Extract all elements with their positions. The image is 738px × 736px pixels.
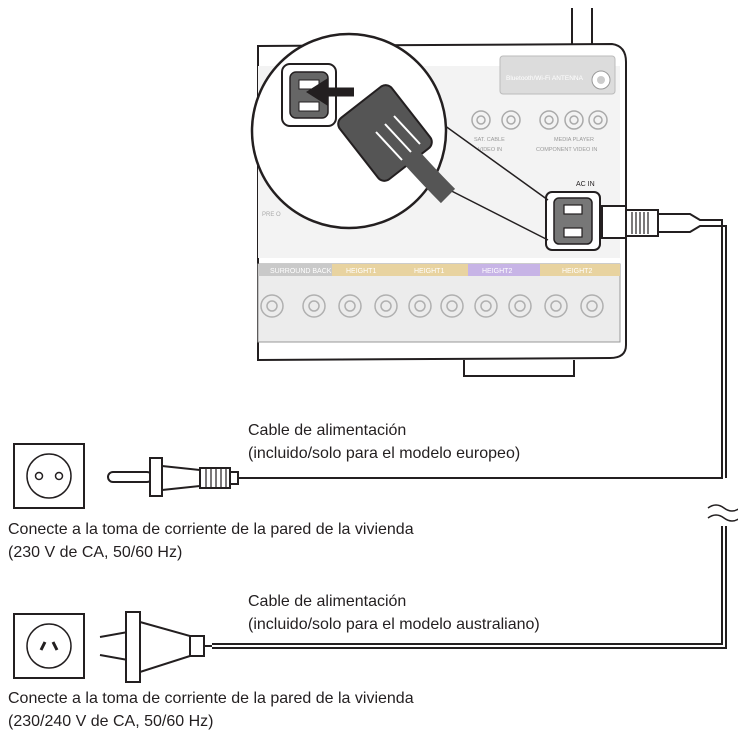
- insert-arrow-icon: [306, 78, 354, 106]
- component-video-in-label: COMPONENT VIDEO IN: [536, 147, 597, 153]
- speaker-label-height2-a: HEIGHT2: [482, 268, 512, 275]
- video-jack-group: [471, 110, 608, 130]
- media-player-label: MEDIA PLAYER: [554, 137, 594, 143]
- cable-break-icon: [707, 504, 738, 522]
- zoom-callout: [250, 32, 549, 241]
- australian-outlet-line1: Conecte a la toma de corriente de la par…: [8, 690, 414, 707]
- european-outlet: [13, 443, 85, 509]
- plug-closeup: [337, 84, 456, 204]
- european-outlet-line1: Conecte a la toma de corriente de la par…: [8, 521, 414, 538]
- ac-plug: [601, 205, 716, 239]
- australian-cable-note: (incluido/solo para el modelo australian…: [248, 616, 540, 633]
- ac-in-socket: [545, 191, 601, 251]
- speaker-terminal-strip: SURROUND BACK HEIGHT1 HEIGHT1 HEIGHT2 HE…: [257, 263, 621, 343]
- pre-out-label: PRE O: [262, 212, 281, 218]
- receiver-foot: [463, 360, 575, 377]
- australian-outlet: [13, 613, 85, 679]
- video-in-label: VIDEO IN: [478, 147, 502, 153]
- speaker-label-height2-b: HEIGHT2: [562, 268, 592, 275]
- speaker-label-height1-a: HEIGHT1: [346, 268, 376, 275]
- speaker-label-height1-b: HEIGHT1: [414, 268, 444, 275]
- australian-cable-title: Cable de alimentación: [248, 593, 407, 610]
- european-cable-note: (incluido/solo para el modelo europeo): [248, 445, 521, 462]
- antenna-label-plate: Bluetooth/Wi-Fi ANTENNA: [499, 55, 616, 95]
- australian-plug: [99, 611, 212, 683]
- european-plug: [107, 457, 239, 497]
- inlet-closeup: [281, 63, 337, 127]
- speaker-label-surround-back: SURROUND BACK: [270, 268, 332, 275]
- australian-outlet-line2: (230/240 V de CA, 50/60 Hz): [8, 713, 214, 730]
- antenna-label: Bluetooth/Wi-Fi ANTENNA: [506, 75, 584, 82]
- sat-cable-label: SAT. CABLE: [474, 137, 505, 143]
- ac-in-label: AC IN: [576, 181, 595, 188]
- european-outlet-line2: (230 V de CA, 50/60 Hz): [8, 544, 183, 561]
- power-cable-lines: [212, 219, 727, 649]
- european-cable-title: Cable de alimentación: [248, 422, 407, 439]
